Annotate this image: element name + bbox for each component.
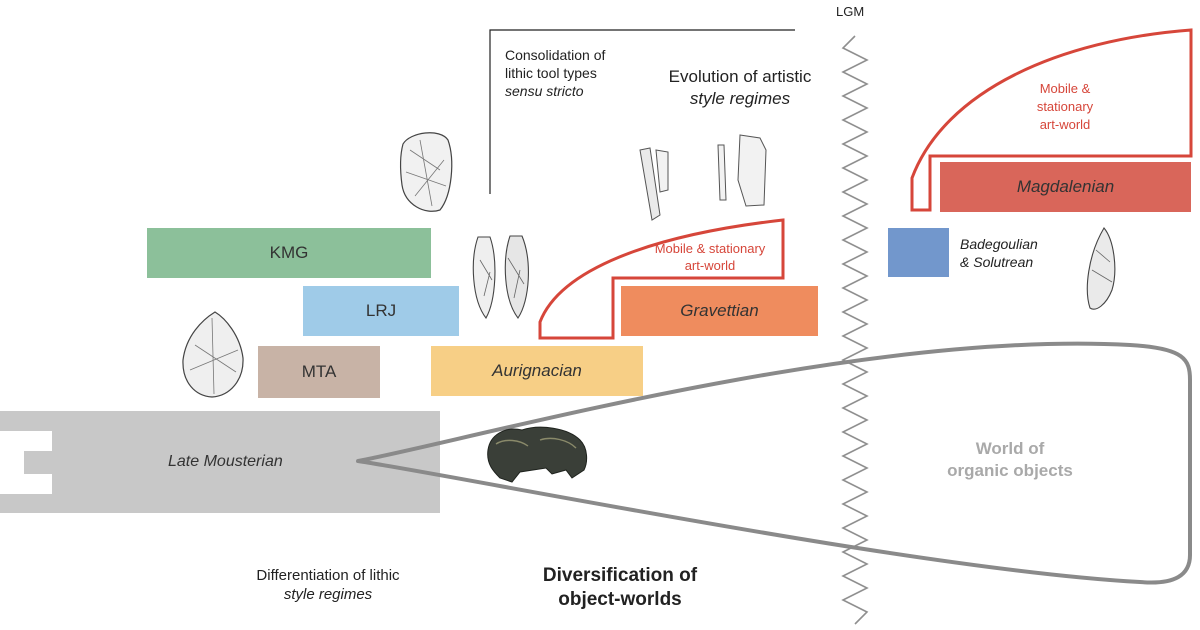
consolidation-bracket [489, 29, 795, 194]
art-world-2-line-2: stationary [1036, 99, 1094, 114]
magdalenian-box: Magdalenian [940, 162, 1191, 212]
badegoulian-solutrean-box [888, 228, 949, 277]
gravettian-tool-sketches [639, 134, 767, 221]
solutrean-point-illustration [1086, 227, 1116, 310]
handaxe-illustration-top [400, 132, 453, 212]
differentiation-text: Differentiation of lithic style regimes [228, 566, 428, 604]
mta-handaxe-illustration [182, 311, 244, 398]
magdalenian-label: Magdalenian [1016, 177, 1115, 196]
differentiation-line-2: style regimes [283, 586, 373, 603]
aurignacian-box: Aurignacian [431, 346, 643, 396]
mta-box: MTA [258, 346, 380, 398]
kmg-box: KMG [147, 228, 431, 278]
mta-label: MTA [301, 362, 337, 381]
lgm-zigzag-line [841, 35, 869, 625]
lgm-label: LGM [836, 4, 865, 19]
consolidation-line-1: Consolidation of [505, 47, 606, 63]
consolidation-text: Consolidation of lithic tool types sensu… [505, 46, 605, 100]
consolidation-line-3: sensu stricto [505, 83, 584, 99]
badegoulian-text: Badegoulian & Solutrean [960, 235, 1038, 271]
art-world-1-line-1: Mobile & stationary [654, 241, 766, 256]
aurignacian-label: Aurignacian [492, 361, 582, 380]
consolidation-line-2: lithic tool types [505, 65, 597, 81]
art-world-1-line-2: art-world [684, 258, 736, 273]
diversification-line-1: Diversification of [542, 565, 698, 586]
organic-world-text: World of organic objects [930, 438, 1090, 482]
diversification-text: Diversification of object-worlds [520, 564, 720, 612]
art-world-2-line-3: art-world [1039, 117, 1091, 132]
mammoth-figurine-image [487, 426, 588, 483]
art-world-2-text: Mobile & stationary art-world [1010, 80, 1120, 134]
art-world-1-text: Mobile & stationary art-world [640, 240, 780, 274]
gravettian-box: Gravettian [621, 286, 818, 336]
badegoulian-line-2: & Solutrean [960, 254, 1034, 270]
organic-world-line-1: World of [975, 439, 1045, 458]
art-world-outline-2 [910, 28, 1193, 212]
kmg-label: KMG [269, 243, 309, 262]
art-world-2-line-1: Mobile & [1039, 81, 1091, 96]
lrj-box: LRJ [303, 286, 459, 336]
gravettian-label: Gravettian [680, 301, 759, 320]
badegoulian-line-1: Badegoulian [960, 236, 1038, 252]
differentiation-line-1: Differentiation of lithic [256, 567, 400, 584]
evolution-text: Evolution of artistic style regimes [650, 66, 830, 110]
evolution-line-2: style regimes [689, 89, 791, 108]
evolution-line-1: Evolution of artistic [668, 67, 812, 86]
art-world-outline-1 [538, 218, 785, 340]
late-mousterian-shape [0, 411, 440, 513]
organic-world-funnel [356, 341, 1192, 585]
blade-points-illustration [472, 235, 529, 319]
lrj-label: LRJ [365, 301, 397, 320]
late-mousterian-label: Late Mousterian [168, 453, 283, 470]
diversification-line-2: object-worlds [558, 589, 682, 610]
organic-world-line-2: organic objects [947, 461, 1073, 480]
